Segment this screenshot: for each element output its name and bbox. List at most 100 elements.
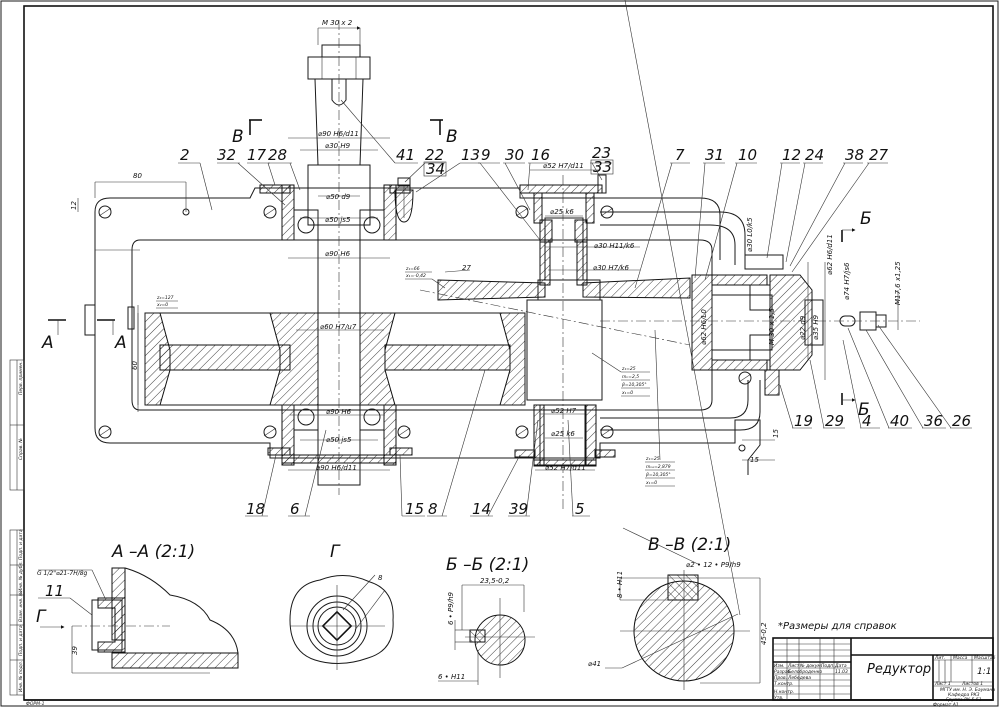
stamp-header: Масштаб [974,655,996,661]
callout-8: 8 [428,500,438,518]
bolt-hole-icon [263,425,277,439]
dim-d50-d9: ⌀50 d9 [326,193,351,201]
callout-22: 22 [425,146,444,164]
bolt-hole-icon [515,425,529,439]
dim-80: 80 [133,172,142,180]
stamp-header: Лит. [934,655,945,661]
drawing-title: Редуктор [867,662,931,677]
side-stamp [9,359,25,696]
stamp-cell: № докум. [799,663,822,669]
reference-note: *Размеры для справок [778,621,897,632]
bolt-hole-icon [738,371,752,385]
bolt-hole-icon [600,205,614,219]
dim-d25-k6: ⌀25 k6 [551,430,575,438]
dim-15: 15 [750,456,759,464]
bolt-holes [98,205,752,452]
cut-marker-v-left [249,119,262,135]
stamp-cell: Пров. [774,675,787,681]
callout-38: 38 [845,146,864,164]
housing-body [84,187,761,475]
callout-28: 28 [268,146,287,164]
gear-param: z₁=66 [405,266,420,272]
callout-36: 36 [924,412,943,430]
vv-dim-41: ⌀41 [588,660,601,668]
section-bb [438,584,535,685]
worm-wheel [137,305,526,412]
output-shaft-assembly [691,254,887,396]
stamp-cell: Н.контр. [774,689,794,695]
dim-d52-h7-d11: ⌀52 H7/d11 [543,162,584,170]
gear-param: x₂=0 [156,302,168,308]
dim-d52-h7-d11: ⌀52 H7/d11 [545,464,586,472]
cut-marker-b-top [841,228,856,242]
stamp-cell: Т.контр. [774,681,794,687]
callout-32: 32 [217,146,236,164]
callout-5: 5 [575,500,585,518]
callout-leaders [178,99,888,289]
callout-4: 4 [862,412,872,430]
side-stamp-text: Инв. № подл. [18,661,24,692]
view-arrow-g: Г [36,607,47,627]
format-label: Формат А1 [933,702,959,708]
bolt-hole-icon [397,425,411,439]
callout-39: 39 [509,500,528,518]
gear-param: mₙ=2,5 [622,374,639,380]
aa-thread: G 1/2"⌀21-7H/8g [37,570,88,577]
bolt-hole-icon [515,205,529,219]
org-line: Кафедра РК3 [948,692,980,698]
dim-d90-h6: ⌀90 H6 [325,250,351,258]
gear-param: β=10,305° [646,472,671,478]
callout-6: 6 [290,500,300,518]
side-stamp-text: Подп. и дата [18,529,24,560]
callout-17: 17 [247,146,267,164]
stamp-cell: Утв. [774,695,783,701]
sheet-count: Листов 1 [961,681,983,687]
dim-d90-h6: ⌀90 H6 [326,408,352,416]
cut-letter-a: А [41,333,54,353]
dimension-lines [77,26,899,471]
side-stamp-text: Инв. № дубл. [18,561,24,592]
vv-dim-45: 45-0,2 [760,622,768,645]
view-title-vv: В –В (2:1) [648,535,731,555]
dim-d30-h11-k6: ⌀30 H11/k6 [594,242,635,250]
callout-18: 18 [246,500,265,518]
gear-param: x₁=0 [621,390,633,396]
stamp-cell: Лист [787,663,800,669]
callout-12: 12 [782,146,801,164]
dim-m17: M17,6 x1,25 [894,261,902,305]
dim-d90-h6-d11: ⌀90 H6/d11 [316,464,357,472]
dim-d35-h9: ⌀35 H9 [812,314,820,340]
view-g [289,574,394,670]
callout-box [590,159,614,175]
callout-16: 16 [531,146,550,164]
callout-24: 24 [805,146,824,164]
bb-dim-6h: 6 • H11 [438,673,465,681]
cut-letter-a: А [114,333,127,353]
gear-param-pinion: z₁=25 mₙ=2,5 β=10,305° x₁=0 [591,352,650,397]
dim-d74-h7-js6: ⌀74 H7/js6 [843,262,851,300]
callout-30: 30 [505,146,524,164]
pinion-lower-bearing [514,404,616,467]
bolt-hole-icon [600,425,614,439]
callout-29: 29 [825,412,844,430]
callout-9: 9 [481,146,491,164]
dim-d30-h7-k6: ⌀30 H7/k6 [593,264,629,272]
gear-param: mₙₐ=2,879 [646,464,671,470]
g-dim-8: 8 [378,574,383,582]
dim-d50-js5: ⌀50 js5 [326,436,352,444]
callout-11: 11 [45,582,64,600]
stamp-cell: Изм. [774,663,785,669]
dim-12: 12 [70,201,78,210]
callout-7: 7 [675,146,685,164]
dim-d22-d9: ⌀22 d9 [799,315,807,340]
dim-d30-l0-k5: ⌀30 L0/k5 [746,217,754,252]
gear-param: z₂=127 [156,295,174,301]
callout-13: 13 [461,146,480,164]
lower-bearing-housing [267,404,413,466]
callout-leaders [245,324,972,517]
cut-letter-v: В [446,127,458,147]
view-title-bb: Б –Б (2:1) [446,555,529,575]
dim-d62-h6-l0: ⌀62 H6/L0 [700,309,708,345]
bolt-hole-icon [738,444,746,452]
